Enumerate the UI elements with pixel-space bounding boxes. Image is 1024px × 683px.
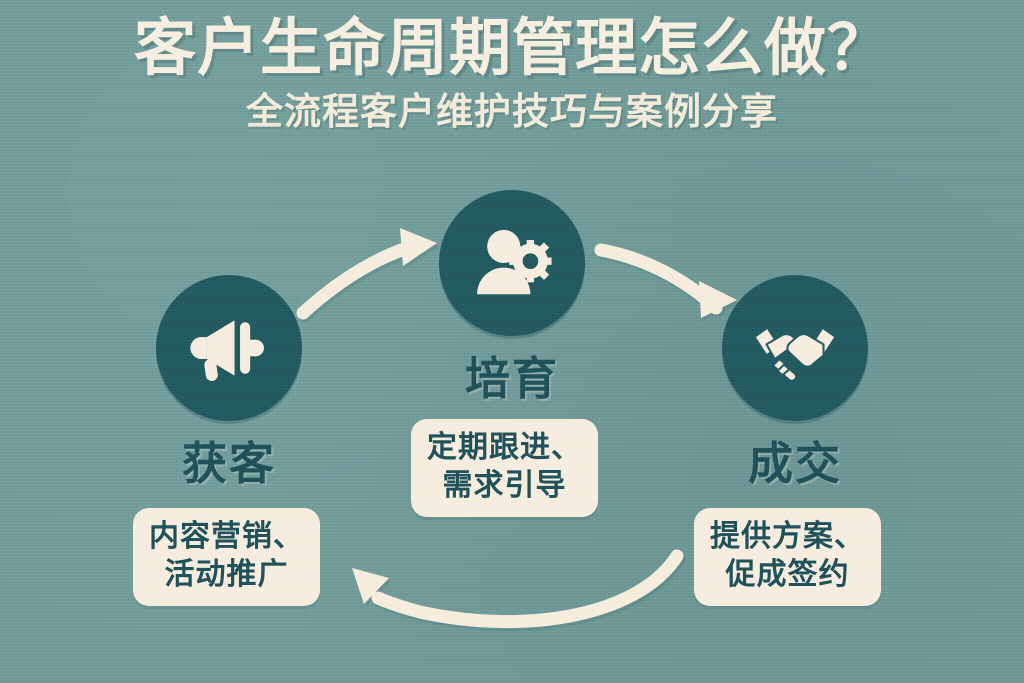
- page-subtitle: 全流程客户维护技巧与案例分享: [246, 90, 778, 132]
- caption-card-acquire: 内容营销、 活动推广: [133, 508, 320, 606]
- node-close-circle: [722, 275, 868, 421]
- caption-card-nurture: 定期跟进、 需求引导: [411, 419, 598, 517]
- arrow-acquire-to-nurture: [296, 228, 437, 320]
- arrow-close-to-acquire: [352, 549, 684, 629]
- node-acquire-circle: [156, 275, 302, 421]
- arrow-nurture-to-close: [594, 243, 737, 318]
- header: 客户生命周期管理怎么做？ 全流程客户维护技巧与案例分享: [0, 14, 1024, 132]
- caption-line: 活动推广: [164, 557, 289, 591]
- caption-line: 需求引导: [442, 468, 567, 502]
- node-close[interactable]: 成交: [722, 275, 868, 489]
- node-nurture-circle: [439, 190, 585, 336]
- megaphone-icon: [190, 320, 264, 382]
- node-acquire-label: 获客: [181, 438, 277, 489]
- caption-card-close: 提供方案、 促成签约: [694, 508, 881, 606]
- caption-line: 定期跟进、: [427, 431, 582, 464]
- node-acquire[interactable]: 获客: [156, 275, 302, 489]
- user-gear-icon: [477, 229, 552, 295]
- node-nurture[interactable]: 培育: [439, 190, 585, 404]
- caption-line: 促成签约: [725, 557, 850, 591]
- node-close-label: 成交: [747, 438, 843, 489]
- page-title: 客户生命周期管理怎么做？: [133, 14, 890, 83]
- caption-line: 提供方案、: [710, 520, 865, 553]
- caption-line: 内容营销、: [149, 520, 304, 553]
- handshake-icon: [753, 326, 837, 382]
- node-nurture-label: 培育: [464, 353, 560, 404]
